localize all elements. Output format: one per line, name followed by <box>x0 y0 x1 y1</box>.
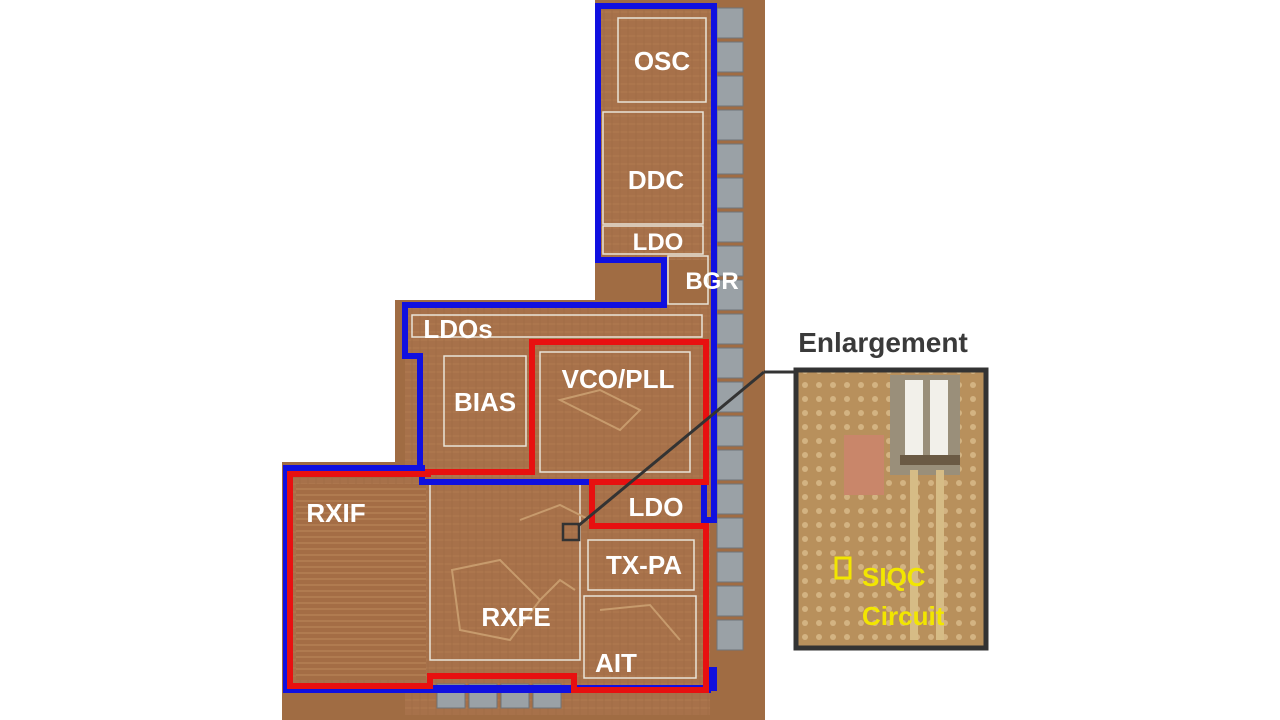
block-label-ldos: LDOs <box>423 314 492 344</box>
enlargement-title: Enlargement <box>798 327 968 358</box>
blue-domain-outline <box>283 3 717 693</box>
block-label-rxif: RXIF <box>306 498 365 528</box>
block-label-vco-pll: VCO/PLL <box>562 364 675 394</box>
pad-ring <box>436 7 744 709</box>
block-label-ldo-top: LDO <box>633 229 684 256</box>
enlargement-inset <box>793 367 989 651</box>
block-label-rxfe: RXFE <box>481 602 550 632</box>
block-label-ldo-mid: LDO <box>629 492 684 522</box>
block-boundaries <box>411 17 709 679</box>
siqc-label-line1: SIQC <box>862 562 926 592</box>
siqc-highlight-box <box>834 556 852 580</box>
siqc-label-line2: Circuit <box>862 601 945 631</box>
callout-line <box>577 370 765 528</box>
siqc-location-marker <box>561 522 581 542</box>
block-label-ait: AIT <box>595 648 637 678</box>
circuit-details <box>450 388 681 642</box>
block-label-bias: BIAS <box>454 387 516 417</box>
block-label-osc: OSC <box>634 46 691 76</box>
block-label-tx-pa: TX-PA <box>606 550 682 580</box>
block-label-bgr: BGR <box>685 268 738 295</box>
block-label-ddc: DDC <box>628 165 685 195</box>
